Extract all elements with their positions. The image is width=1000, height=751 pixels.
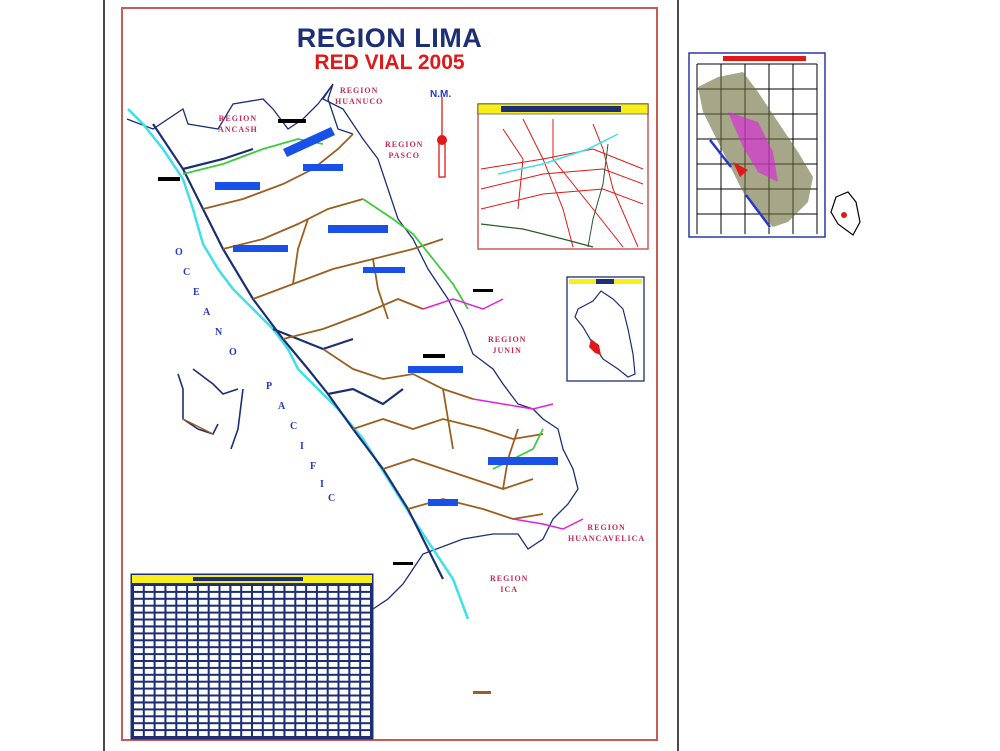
right-divider [677, 0, 679, 751]
map-title: REGION LIMA [296, 23, 483, 53]
map-subtitle: RED VIAL 2005 [314, 51, 465, 74]
road-network-map [126, 83, 649, 740]
map-sheet: REGION LIMA RED VIAL 2005 [121, 7, 658, 741]
left-divider [103, 0, 105, 751]
north-arrow-label: N.M. [430, 89, 452, 100]
overview-map [688, 52, 861, 238]
